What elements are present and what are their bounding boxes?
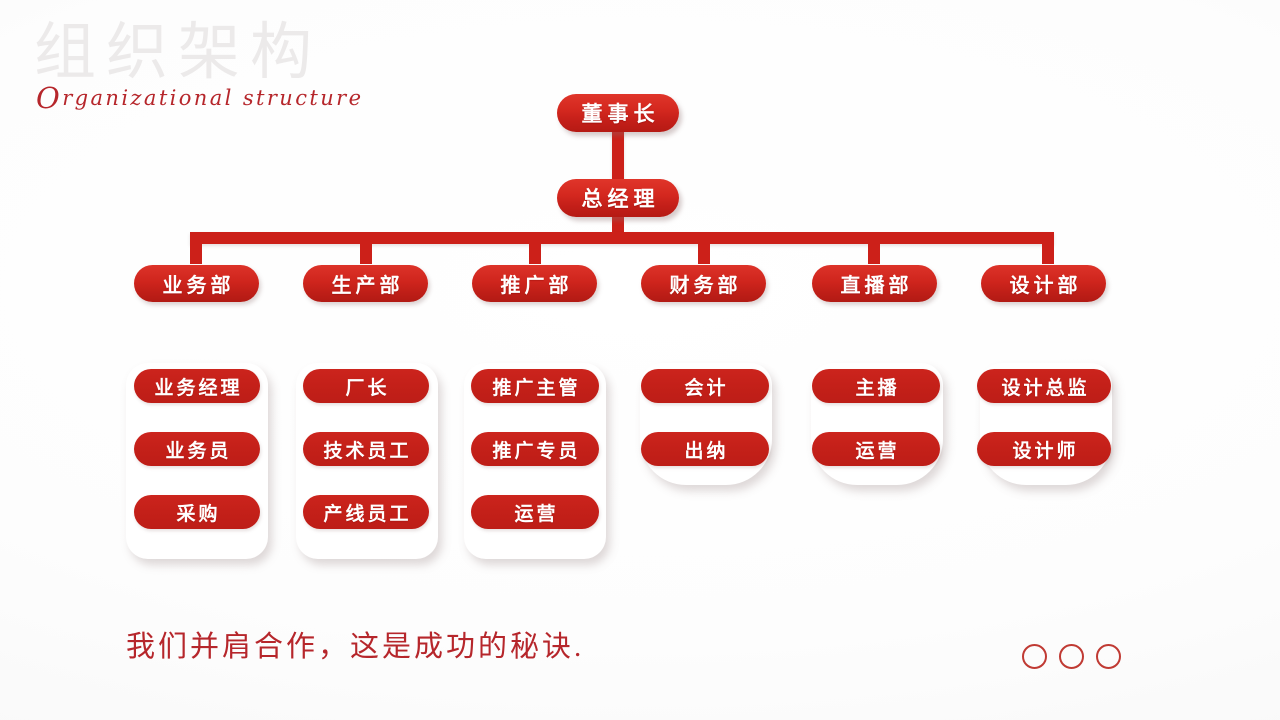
- member-design-director-label: 设计总监: [1001, 377, 1090, 399]
- member-promotion-specialist-label: 推广专员: [492, 440, 581, 462]
- node-chairman[interactable]: 董事长: [557, 94, 679, 132]
- node-chairman-label: 董事长: [581, 103, 660, 126]
- connector-drop-dept-5: [868, 232, 880, 264]
- member-promotion-supervisor-label: 推广主管: [492, 377, 581, 399]
- circle-icon-3: [1096, 644, 1121, 669]
- node-department-design[interactable]: 设计部: [981, 265, 1106, 302]
- member-production-line-worker[interactable]: 产线员工: [303, 495, 429, 529]
- node-department-promotion-label: 推广部: [500, 275, 573, 297]
- member-production-technician[interactable]: 技术员工: [303, 432, 429, 466]
- member-promotion-specialist[interactable]: 推广专员: [471, 432, 599, 466]
- node-department-production[interactable]: 生产部: [303, 265, 428, 302]
- member-livestream-operations[interactable]: 运营: [812, 432, 940, 466]
- member-promotion-operations[interactable]: 运营: [471, 495, 599, 529]
- member-business-manager[interactable]: 业务经理: [134, 369, 260, 403]
- member-design-director[interactable]: 设计总监: [977, 369, 1111, 403]
- node-department-livestream-label: 直播部: [840, 275, 913, 297]
- connector-drop-dept-4: [698, 232, 710, 264]
- node-department-business-label: 业务部: [162, 275, 235, 297]
- connector-chairman-to-gm: [612, 128, 624, 184]
- decorative-dots: [1022, 644, 1121, 669]
- member-designer[interactable]: 设计师: [977, 432, 1111, 466]
- footer-tagline: 我们并肩合作，这是成功的秘诀.: [126, 631, 585, 663]
- member-livestream-host-label: 主播: [855, 377, 900, 399]
- member-livestream-host[interactable]: 主播: [812, 369, 940, 403]
- member-production-factory-director-label: 厂长: [345, 377, 390, 399]
- member-promotion-operations-label: 运营: [514, 503, 559, 525]
- member-designer-label: 设计师: [1012, 440, 1079, 462]
- member-finance-accountant-label: 会计: [684, 377, 729, 399]
- connector-drop-dept-3: [529, 232, 541, 264]
- member-business-purchasing[interactable]: 采购: [134, 495, 260, 529]
- node-department-promotion[interactable]: 推广部: [472, 265, 597, 302]
- node-department-production-label: 生产部: [331, 275, 404, 297]
- page-title-cn: 组织架构: [34, 19, 323, 87]
- node-department-business[interactable]: 业务部: [134, 265, 259, 302]
- circle-icon-1: [1022, 644, 1047, 669]
- member-business-manager-label: 业务经理: [154, 377, 243, 399]
- node-general-manager-label: 总经理: [581, 188, 660, 211]
- title-block: 组织架构 Organizational structure: [28, 22, 468, 122]
- page-title-en: Organizational structure: [36, 84, 363, 113]
- member-business-purchasing-label: 采购: [176, 503, 221, 525]
- node-department-finance[interactable]: 财务部: [641, 265, 766, 302]
- connector-drop-dept-1: [190, 232, 202, 264]
- member-finance-cashier-label: 出纳: [684, 440, 729, 462]
- node-department-livestream[interactable]: 直播部: [812, 265, 937, 302]
- node-general-manager[interactable]: 总经理: [557, 179, 679, 217]
- connector-horizontal-trunk: [190, 232, 1054, 244]
- member-finance-accountant[interactable]: 会计: [641, 369, 769, 403]
- member-finance-cashier[interactable]: 出纳: [641, 432, 769, 466]
- connector-drop-dept-6: [1042, 232, 1054, 264]
- member-promotion-supervisor[interactable]: 推广主管: [471, 369, 599, 403]
- member-livestream-operations-label: 运营: [855, 440, 900, 462]
- member-business-staff-label: 业务员: [165, 440, 232, 462]
- node-department-finance-label: 财务部: [669, 275, 742, 297]
- node-department-design-label: 设计部: [1009, 275, 1082, 297]
- member-business-staff[interactable]: 业务员: [134, 432, 260, 466]
- circle-icon-2: [1059, 644, 1084, 669]
- member-production-line-worker-label: 产线员工: [323, 503, 412, 525]
- member-production-factory-director[interactable]: 厂长: [303, 369, 429, 403]
- connector-drop-dept-2: [360, 232, 372, 264]
- page-title-en-initial: O: [36, 81, 63, 115]
- member-production-technician-label: 技术员工: [323, 440, 412, 462]
- page-title-en-rest: rganizational structure: [62, 86, 364, 110]
